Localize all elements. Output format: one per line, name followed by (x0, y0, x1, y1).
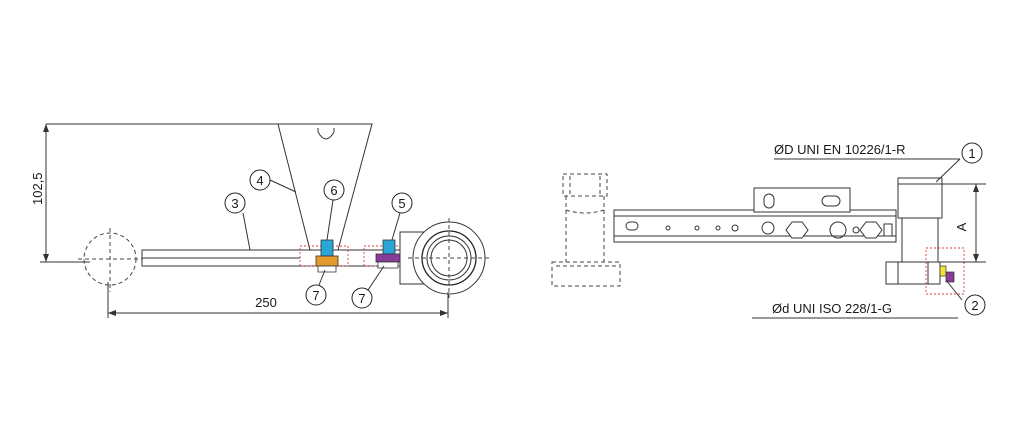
bracket-bar (613, 209, 897, 243)
dimension-a-label: A (954, 222, 969, 231)
bolt-head-2 (859, 221, 883, 239)
callout-5 (391, 192, 413, 214)
callout-3 (224, 192, 246, 214)
thread-label-bottom: Ød UNI ISO 228/1-G (772, 301, 892, 316)
blue-bolt (320, 239, 334, 257)
callout-6 (323, 179, 345, 201)
bolt-head (785, 221, 809, 239)
arrow-up-icon (43, 124, 49, 132)
callout-4 (249, 169, 271, 191)
svg-text:7: 7 (358, 291, 365, 306)
hidden-cap (562, 173, 608, 197)
svg-text:2: 2 (971, 298, 978, 313)
arrow-right-icon (440, 310, 448, 316)
left-view: 102,5 (30, 123, 490, 318)
plate-slot-2 (821, 195, 841, 207)
arrow-down-icon (43, 254, 49, 262)
svg-text:3: 3 (231, 196, 238, 211)
hidden-region-3 (925, 247, 965, 295)
yellow-seal (939, 265, 947, 277)
nut-7a (317, 265, 337, 273)
svg-text:4: 4 (256, 173, 263, 188)
svg-text:7: 7 (312, 288, 319, 303)
fitting-neck (901, 217, 939, 263)
purple-nut (375, 253, 403, 263)
slot-hole (317, 131, 335, 140)
arrow-left-icon (108, 310, 116, 316)
svg-text:5: 5 (398, 196, 405, 211)
thread-label-top: ØD UNI EN 10226/1-R (774, 142, 906, 157)
height-dimension-label: 102,5 (30, 172, 45, 205)
blue-bolt-2 (382, 239, 396, 255)
plate-slot-1 (763, 193, 775, 209)
fitting-hex-nut (885, 261, 941, 285)
nut-7b (377, 261, 399, 269)
callout-2 (964, 294, 986, 316)
purple-gasket (945, 271, 955, 283)
svg-text:6: 6 (330, 183, 337, 198)
fitting-upper (897, 177, 943, 219)
hidden-pipe (565, 196, 605, 262)
callout-1 (961, 142, 983, 164)
svg-text:1: 1 (968, 146, 975, 161)
hidden-base (551, 261, 621, 287)
orange-washer (315, 255, 339, 267)
right-view: ØD UNI EN 10226/1-R 1 Ød UNI ISO 228/1-G… (551, 142, 986, 319)
callout-7b (351, 287, 373, 309)
length-dimension-label: 250 (255, 295, 277, 310)
callout-7a (305, 284, 327, 306)
